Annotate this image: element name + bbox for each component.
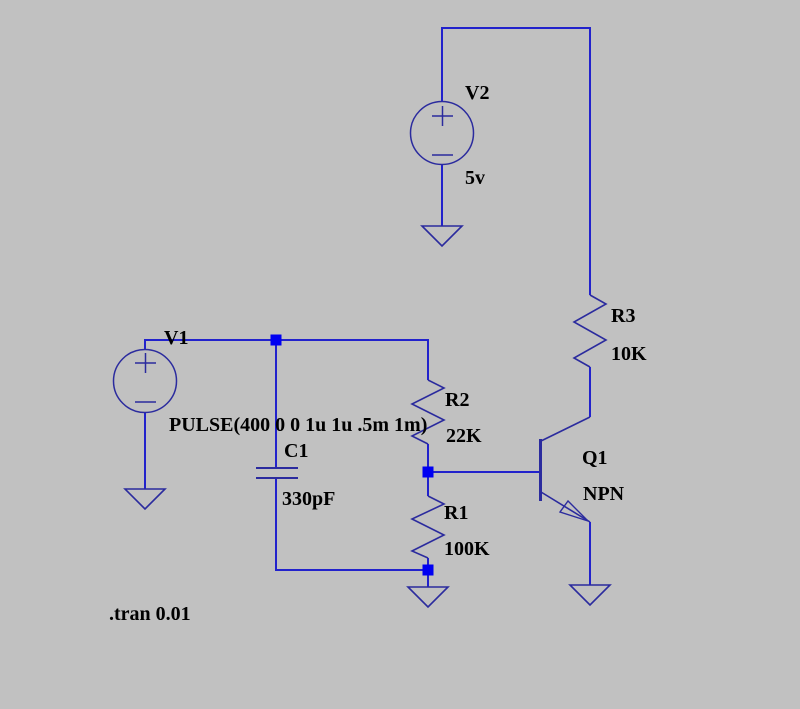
v2-ground-icon[interactable] (420, 225, 464, 248)
junction-dot[interactable] (422, 564, 434, 576)
tran-directive-label[interactable]: .tran 0.01 (109, 603, 191, 625)
q1-npn-transistor-symbol[interactable] (539, 416, 591, 523)
emitter-arrow-icon (558, 499, 589, 522)
r1-designator-label[interactable]: R1 (444, 502, 469, 524)
q1-designator-label[interactable]: Q1 (582, 447, 608, 469)
plus-icon (432, 106, 453, 126)
r3-value-label[interactable]: 10K (611, 343, 647, 365)
c1-capacitor-symbol[interactable] (256, 467, 298, 479)
wire-c1-to-bottom-node[interactable] (275, 478, 428, 571)
r1-resistor-symbol[interactable] (410, 495, 446, 559)
v1-voltage-source-symbol[interactable] (112, 348, 178, 414)
v1-ground-icon[interactable] (123, 488, 167, 511)
r1-value-label[interactable]: 100K (444, 538, 490, 560)
r3-resistor-symbol[interactable] (572, 294, 608, 368)
r2-resistor-symbol[interactable] (410, 379, 446, 445)
v2-value-label[interactable]: 5v (465, 167, 485, 189)
junction-dot[interactable] (270, 334, 282, 346)
v2-designator-label[interactable]: V2 (465, 82, 490, 104)
c1-designator-label[interactable]: C1 (284, 440, 309, 462)
v2-voltage-source-symbol[interactable] (409, 100, 475, 166)
r3-designator-label[interactable]: R3 (611, 305, 636, 327)
c1-value-label[interactable]: 330pF (282, 488, 336, 510)
v2-source-circle (409, 100, 475, 166)
r2-designator-label[interactable]: R2 (445, 389, 470, 411)
v1-value-label[interactable]: PULSE(400 0 0 1u 1u .5m 1m) (169, 414, 428, 436)
plus-icon (135, 353, 156, 373)
wire-node-to-r2[interactable] (276, 339, 429, 380)
q1-ground-icon[interactable] (568, 584, 612, 607)
transistor-collector-lead (540, 416, 591, 442)
r2-value-label[interactable]: 22K (446, 425, 482, 447)
wire-v2-to-r3[interactable] (441, 27, 591, 295)
junction-dot[interactable] (422, 466, 434, 478)
v1-designator-label[interactable]: V1 (164, 327, 189, 349)
transistor-emitter-lead (540, 491, 591, 523)
r1-ground-icon[interactable] (406, 586, 450, 609)
v1-source-circle (112, 348, 178, 414)
wire-v1-to-node[interactable] (144, 339, 276, 350)
q1-value-label[interactable]: NPN (583, 483, 625, 505)
